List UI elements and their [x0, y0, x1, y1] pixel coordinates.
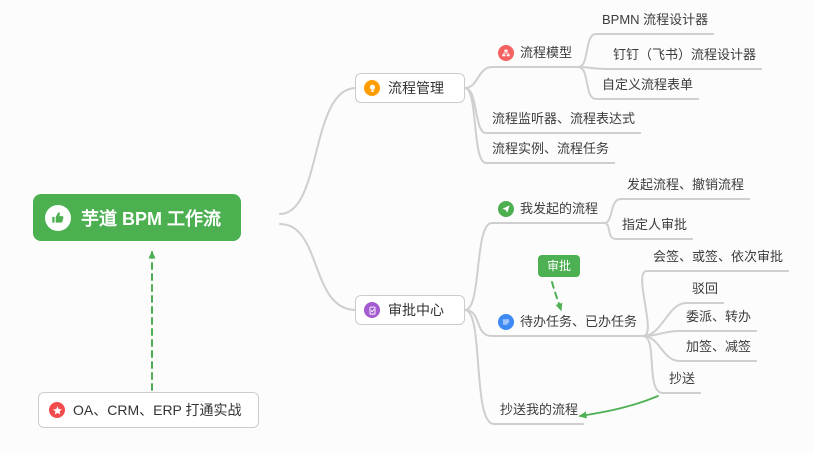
node-bpmn-designer[interactable]: BPMN 流程设计器: [596, 9, 715, 35]
node-delegate-transfer[interactable]: 委派、转办: [680, 306, 758, 332]
node-listener-expression[interactable]: 流程监听器、流程表达式: [486, 108, 642, 134]
lightbulb-icon: [364, 80, 380, 96]
node-dingtalk-feishu-designer[interactable]: 钉钉（飞书）流程设计器: [607, 44, 763, 70]
node-cc-my-process[interactable]: 抄送我的流程: [494, 399, 585, 425]
node-cc[interactable]: 抄送: [663, 368, 702, 394]
task-list-icon: [498, 314, 514, 330]
node-flow-model[interactable]: 流程模型: [492, 42, 579, 68]
node-label: 审批中心: [388, 302, 444, 318]
node-instance-task[interactable]: 流程实例、流程任务: [486, 138, 616, 164]
node-approval-center[interactable]: 审批中心: [355, 295, 465, 325]
node-assignee-approval[interactable]: 指定人审批: [616, 214, 694, 240]
node-oa-crm-erp-practice[interactable]: OA、CRM、ERP 打通实战: [38, 392, 259, 428]
node-label: OA、CRM、ERP 打通实战: [73, 402, 242, 418]
relation-label-badge[interactable]: 审批: [538, 255, 581, 277]
root-label: 芋道 BPM 工作流: [81, 208, 222, 229]
node-label: 流程管理: [388, 80, 444, 96]
node-reject[interactable]: 驳回: [686, 278, 725, 304]
node-my-initiated[interactable]: 我发起的流程: [492, 198, 605, 224]
star-icon: [49, 402, 65, 418]
node-todo-done-tasks[interactable]: 待办任务、已办任务: [492, 311, 644, 337]
node-custom-form[interactable]: 自定义流程表单: [596, 74, 700, 100]
root-node[interactable]: 芋道 BPM 工作流: [33, 194, 242, 241]
node-label: 流程模型: [520, 45, 573, 60]
node-countersign[interactable]: 会签、或签、依次审批: [647, 246, 790, 272]
node-process-management[interactable]: 流程管理: [355, 73, 465, 103]
flow-model-icon: [498, 45, 514, 61]
approval-clipboard-icon: [364, 302, 380, 318]
node-add-remove-sign[interactable]: 加签、减签: [680, 336, 758, 362]
node-label: 待办任务、已办任务: [520, 314, 638, 329]
node-initiate-cancel[interactable]: 发起流程、撤销流程: [621, 174, 751, 200]
thumbs-up-icon: [45, 204, 71, 231]
send-icon: [498, 201, 514, 217]
node-label: 我发起的流程: [520, 201, 599, 216]
